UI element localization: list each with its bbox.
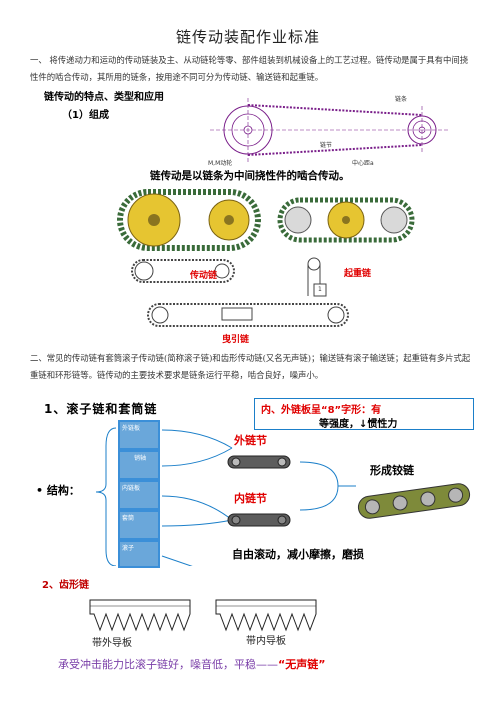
label-lifting-chain: 起重链 <box>344 269 372 279</box>
figure-roller-chain: 1、滚子链和套筒链 内、外链板呈“8”字形：有 等强度，↓惯性力 外链板 销轴 … <box>36 396 476 572</box>
silent-chain-outer-guide-image <box>89 599 191 632</box>
assembled-chain-image <box>357 483 471 519</box>
part-bushing: 套筒 <box>120 512 158 538</box>
label-free-roll: 自由滚动，减小摩擦，磨损 <box>232 548 364 561</box>
fig1-heading: 链传动的特点、类型和应用 <box>44 92 164 103</box>
label-form-hinge: 形成铰链 <box>370 464 414 477</box>
fig1-subheading: （1）组成 <box>62 110 109 121</box>
part-inner-plate: 内链板 <box>120 482 158 508</box>
fig2-heading: 1、滚子链和套筒链 <box>44 402 158 416</box>
feature-box-line1: 内、外链板呈“8”字形：有 <box>261 405 382 416</box>
lifting-chain-schematic <box>307 257 327 297</box>
silent-chain-inner-guide-image <box>215 599 317 632</box>
label-traction-chain: 曳引链 <box>222 335 250 345</box>
label-drive-chain: 传动链 <box>190 271 218 281</box>
fig3-caption: 承受冲击能力比滚子链好，噪音低，平稳——“无声链” <box>58 656 325 672</box>
label-link: 链节 <box>320 142 333 149</box>
paragraph-intro: 一、 将传递动力和运动的传动链装及主、从动链轮等零、部件组装到机械设备上的工艺过… <box>30 55 469 82</box>
label-inner-guide: 带内导板 <box>246 636 286 647</box>
document-title: 链传动装配作业标准 <box>175 28 320 46</box>
label-outer-link: 外链节 <box>234 434 267 447</box>
label-chain: 链条 <box>395 96 408 103</box>
outer-link-image <box>227 455 291 469</box>
part-outer-plate: 外链板 <box>120 422 158 448</box>
traction-chain-schematic <box>147 303 349 327</box>
drive-chain-schematic <box>131 259 235 283</box>
fig3-caption-highlight: “无声链” <box>278 658 326 671</box>
feature-box-line2: 等强度，↓惯性力 <box>319 419 398 430</box>
sprocket-pair-right <box>277 197 415 243</box>
paragraph-chain-types: 二、常见的传动链有套筒滚子传动链(简称滚子链)和齿形传动链(又名无声链)；输送链… <box>30 353 471 380</box>
label-center: 中心距a <box>352 160 374 167</box>
part-pin: 销轴 <box>120 452 158 478</box>
fig3-heading: 2、齿形链 <box>42 580 89 591</box>
label-m: M,M动轮 <box>208 160 233 167</box>
fig3-caption-text: 承受冲击能力比滚子链好，噪音低，平稳—— <box>58 658 278 671</box>
structure-label: • 结构： <box>36 484 80 497</box>
label-outer-guide: 带外导板 <box>92 638 132 649</box>
fig1-caption: 链传动是以链条为中间挠性件的啮合传动。 <box>150 170 350 182</box>
chain-drive-schematic <box>210 98 450 162</box>
fig2-feature-box: 内、外链板呈“8”字形：有 等强度，↓惯性力 <box>254 398 474 430</box>
label-inner-link: 内链节 <box>234 492 267 505</box>
weight-label: 1 <box>318 286 322 293</box>
hinge-bracket <box>299 461 356 511</box>
parts-column: 外链板 销轴 内链板 套筒 滚子 <box>118 420 160 568</box>
inner-link-image <box>227 513 291 527</box>
figure-chain-composition: 链传动的特点、类型和应用 （1）组成 链条 链节 M,M动轮 中心距a 链传动是… <box>40 88 470 348</box>
sprocket-pair-left <box>117 189 261 251</box>
part-roller: 滚子 <box>120 542 158 566</box>
structure-brackets <box>95 427 233 566</box>
figure-silent-chain: 2、齿形链 带外导板 带内导板 承受冲击能力比滚子链好，噪音低，平稳——“无声链… <box>40 576 460 686</box>
